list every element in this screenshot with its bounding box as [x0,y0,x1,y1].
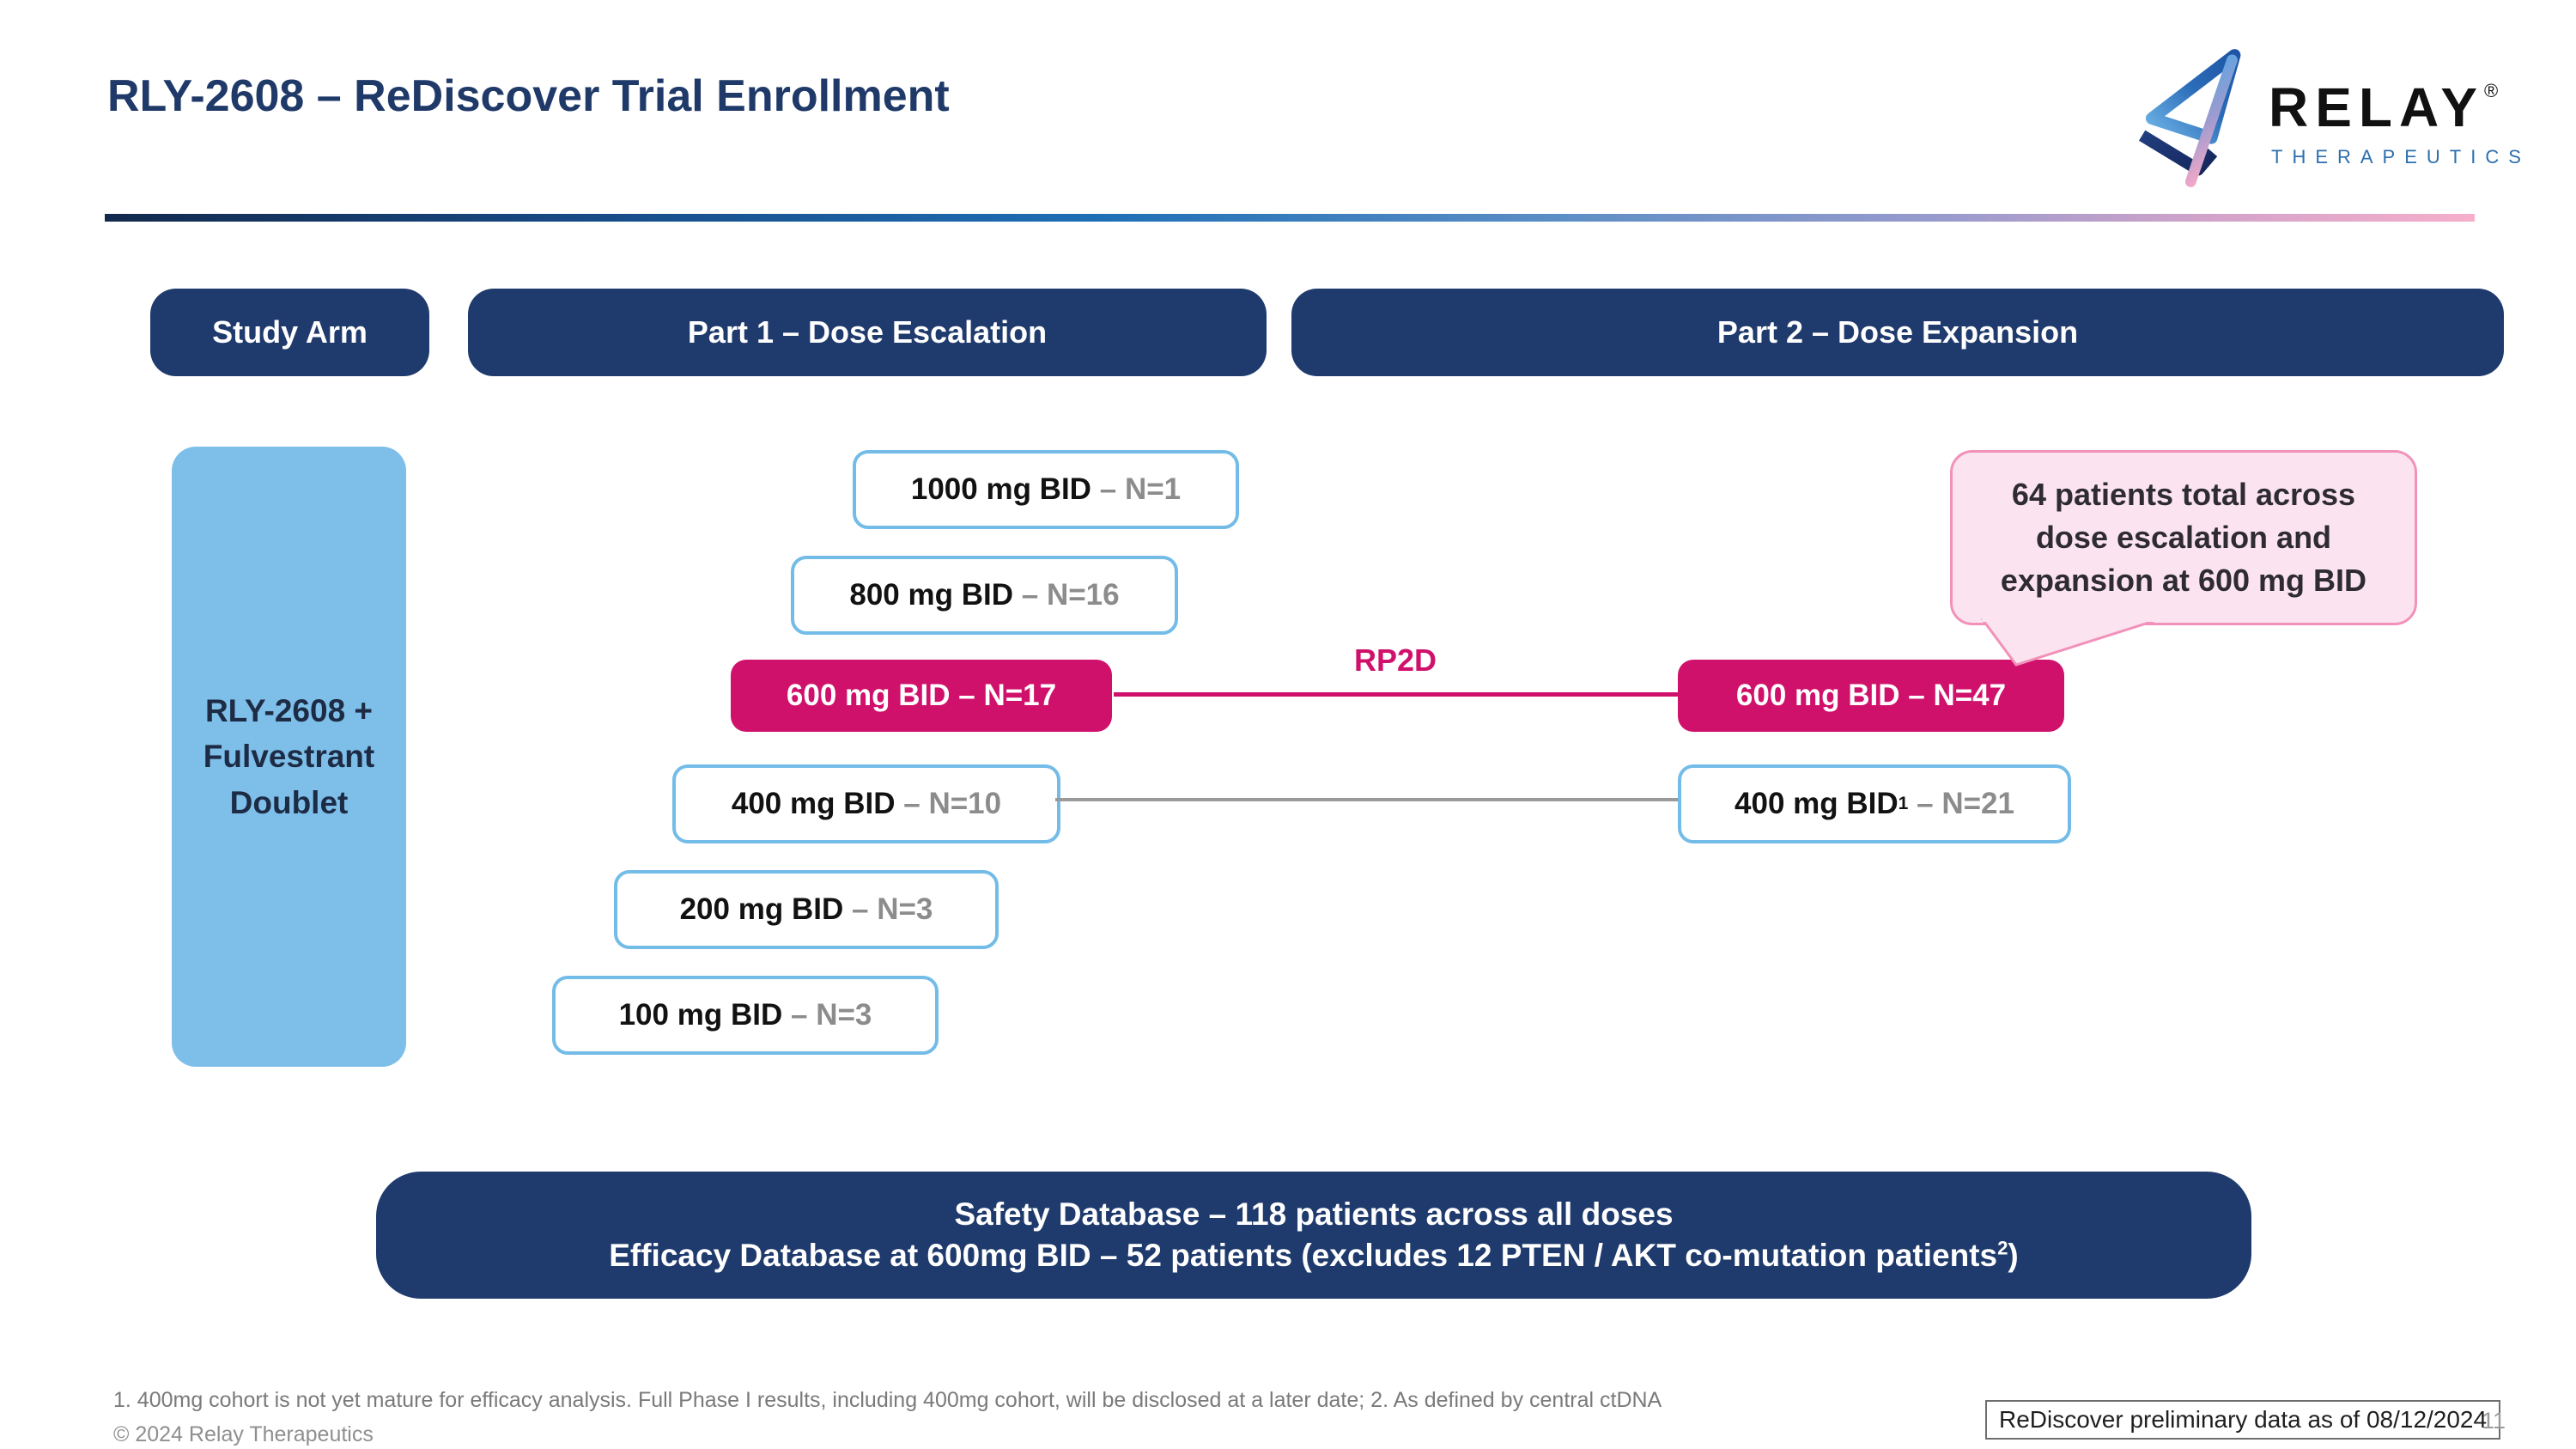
footnote-text: 1. 400mg cohort is not yet mature for ef… [113,1388,1662,1412]
dose-box-600mg-escalation: 600 mg BID – N=17 [731,660,1112,732]
dose-n-count: – N=3 [852,892,933,926]
relay-logo-wordmark: RELAY® [2269,76,2499,138]
400mg-connector-line [1055,798,1679,801]
dose-label: 1000 mg BID [910,472,1091,506]
dose-n-count: – N=10 [903,787,1002,820]
relay-logo-subtitle: THERAPEUTICS [2271,146,2530,167]
safety-database-banner: Safety Database – 118 patients across al… [376,1172,2251,1299]
registered-mark: ® [2484,80,2499,101]
rp2d-label: RP2D [1353,642,1437,678]
dose-label: 100 mg BID [618,998,783,1032]
callout-tail [1980,618,2163,667]
column-header-part1-dose-escalation: Part 1 – Dose Escalation [468,289,1267,376]
page-number: 11 [2482,1408,2506,1434]
dose-label: 200 mg BID [679,892,844,926]
copyright-text: © 2024 Relay Therapeutics [113,1422,374,1446]
title-divider [105,214,2475,222]
dose-box-100mg: 100 mg BID– N=3 [552,976,939,1055]
dose-n-count: – N=16 [1021,578,1120,612]
banner-line2: Efficacy Database at 600mg BID – 52 pati… [609,1237,2019,1273]
callout-bubble: 64 patients total across dose escalation… [1950,450,2417,625]
study-arm-label: RLY-2608 + Fulvestrant Doublet [203,692,375,820]
banner-line1: Safety Database – 118 patients across al… [954,1196,1674,1232]
dose-box-600mg-expansion: 600 mg BID – N=47 [1678,660,2064,732]
dose-box-1000mg: 1000 mg BID– N=1 [853,450,1239,529]
callout-text: 64 patients total across dose escalation… [2000,477,2367,598]
dose-n-count: – N=21 [1917,787,2014,820]
dose-label: 400 mg BID [731,787,896,820]
dose-label: 600 mg BID – N=17 [786,679,1057,712]
relay-logo: RELAY® THERAPEUTICS [2131,41,2521,196]
data-stamp: ReDiscover preliminary data as of 08/12/… [1985,1400,2501,1440]
slide-title: RLY-2608 – ReDiscover Trial Enrollment [107,71,950,121]
dose-label: 800 mg BID [849,578,1013,612]
dose-label: 600 mg BID – N=47 [1735,679,2007,712]
relay-logo-icon [2138,49,2241,187]
dose-box-400mg: 400 mg BID– N=10 [672,764,1060,843]
dose-label: 400 mg BID [1735,787,1899,820]
dose-box-200mg: 200 mg BID– N=3 [614,870,999,949]
study-arm-box: RLY-2608 + Fulvestrant Doublet [172,447,406,1067]
dose-box-800mg: 800 mg BID– N=16 [791,556,1178,635]
dose-n-count: – N=1 [1099,472,1182,506]
dose-n-count: – N=3 [791,998,872,1032]
rp2d-connector-line [1114,692,1679,697]
column-header-study-arm: Study Arm [150,289,429,376]
column-header-part2-dose-expansion: Part 2 – Dose Expansion [1291,289,2504,376]
